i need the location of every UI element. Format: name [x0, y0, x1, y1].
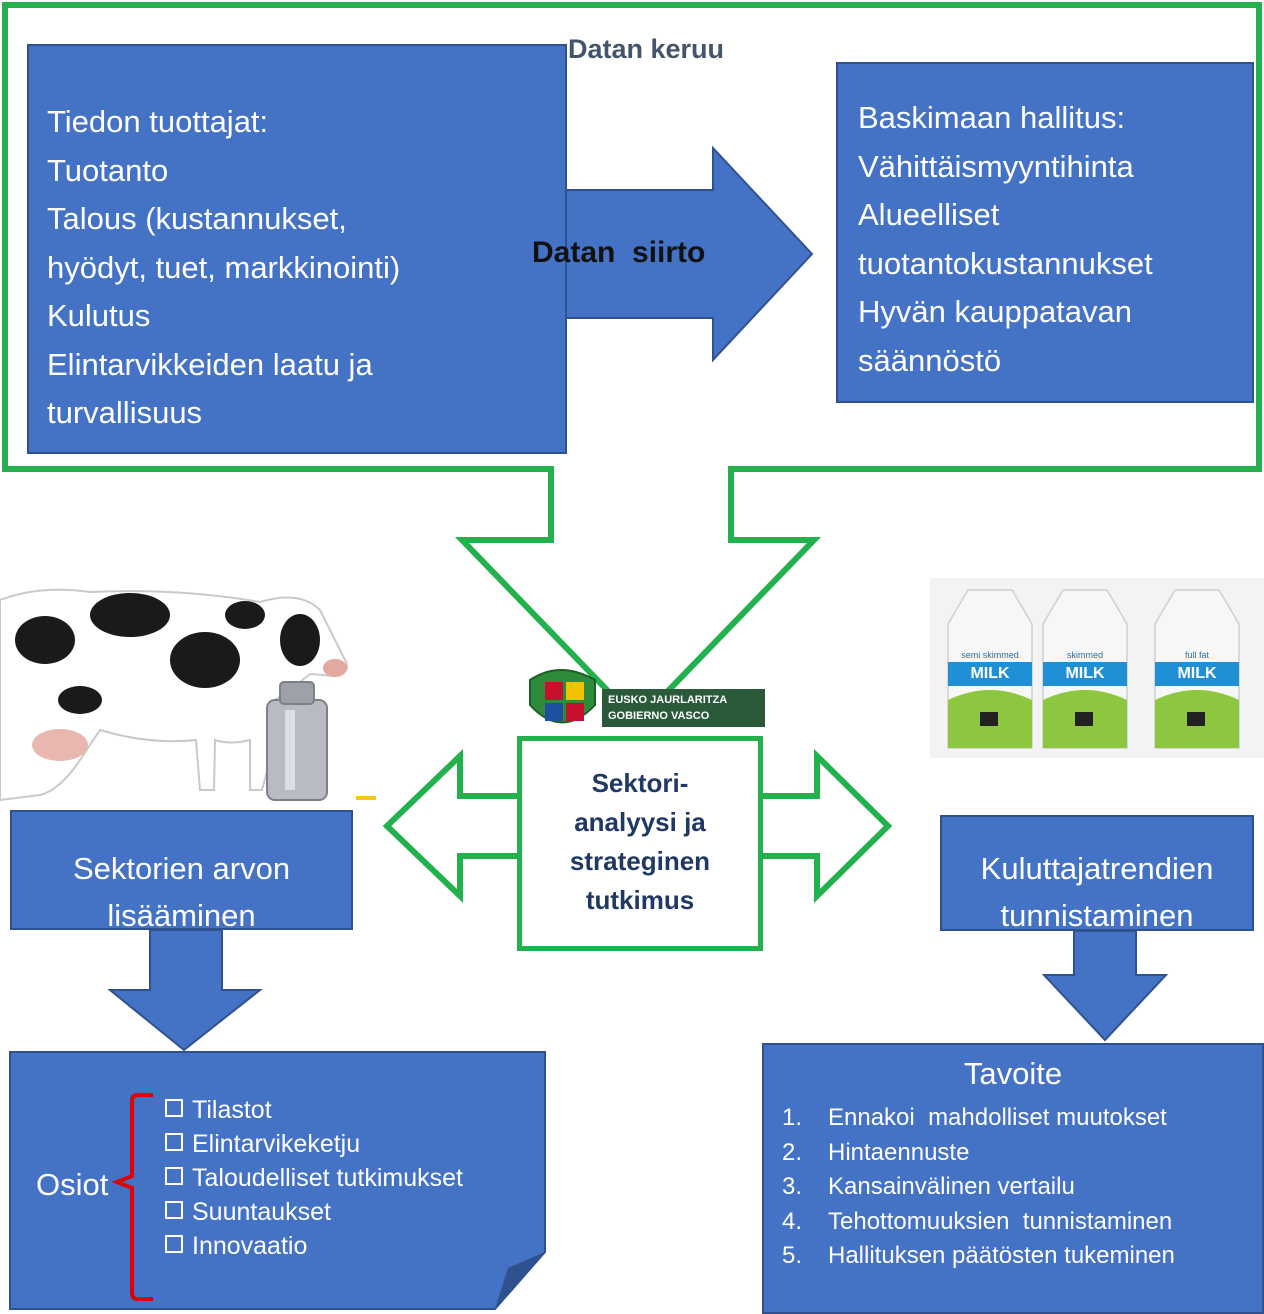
carton-milk-label: MILK [1065, 665, 1105, 682]
checkbox-icon [165, 1099, 183, 1117]
government-line: tuotantokustannukset [858, 245, 1153, 281]
carton-top-label: semi skimmed [961, 650, 1019, 660]
goal-box: Tavoite 1.Ennakoi mahdolliset muutokset … [762, 1043, 1264, 1314]
government-line: Alueelliset [858, 197, 1000, 232]
government-box: Baskimaan hallitus: Vähittäismyyntihinta… [836, 62, 1254, 403]
value-adding-line: Sektorien arvon [72, 851, 291, 886]
basque-government-logo [529, 669, 596, 724]
carton-top-label: full fat [1184, 650, 1209, 660]
sections-label: Osiot [36, 1167, 109, 1202]
government-line: Baskimaan hallitus: [858, 100, 1126, 135]
government-line: Hyvän kauppatavan [858, 294, 1133, 329]
goal-title: Tavoite [963, 1056, 1063, 1091]
checkbox-icon [165, 1133, 183, 1151]
carton-milk-label: MILK [970, 665, 1010, 682]
list-item: 3.Kansainvälinen vertailu [782, 1173, 1075, 1200]
logo-text: EUSKO JAURLARITZA GOBIERNO VASCO [602, 689, 765, 727]
list-item: Suuntaukset [165, 1195, 463, 1229]
producers-line: Tiedon tuottajat: [47, 104, 269, 139]
producers-line: Kulutus [47, 298, 151, 333]
producers-line: hyödyt, tuet, markkinointi) [47, 249, 401, 285]
analysis-line: strateginen [569, 846, 711, 876]
analysis-line: analyysi ja [574, 807, 706, 837]
producers-line: Talous (kustannukset, [47, 201, 347, 236]
cow-image [0, 588, 348, 802]
sector-analysis-box: Sektori- analyysi ja strateginen tutkimu… [517, 736, 763, 951]
value-down-arrow [107, 929, 263, 1052]
consumer-trends-line: Kuluttajatrendien [980, 851, 1214, 886]
producers-line: Tuotanto [47, 152, 169, 188]
analysis-line: Sektori- [591, 768, 689, 798]
list-item: 4.Tehottomuuksien tunnistaminen [782, 1207, 1173, 1235]
data-producers-box: Tiedon tuottajat: Tuotanto Talous (kusta… [27, 44, 567, 454]
sections-list: Tilastot Elintarvikeketju Taloudelliset … [165, 1093, 463, 1263]
milk-carton [1154, 589, 1240, 749]
checkbox-icon [165, 1167, 183, 1185]
red-bracket [111, 1093, 153, 1301]
milk-cartons-image [930, 578, 1264, 758]
data-transfer-label: Datan siirto [532, 236, 706, 269]
checkbox-icon [165, 1235, 183, 1253]
analysis-line: tutkimus [585, 885, 695, 915]
producers-line: turvallisuus [47, 395, 203, 430]
government-line: säännöstö [858, 342, 1002, 378]
list-item: Innovaatio [165, 1229, 463, 1263]
government-line: Vähittäismyyntihinta [858, 148, 1134, 184]
list-item: Elintarvikeketju [165, 1127, 463, 1161]
goal-list: 1.Ennakoi mahdolliset muutokset 2.Hintae… [782, 1101, 1175, 1274]
milk-can-image [266, 681, 328, 801]
milk-carton [947, 589, 1033, 749]
carton-milk-label: MILK [1177, 665, 1217, 682]
producers-line: Elintarvikkeiden laatu ja [47, 346, 373, 382]
value-adding-line: lisääminen [107, 898, 256, 933]
transfer-arrow [559, 145, 814, 363]
list-item: 5.Hallituksen päätösten tukeminen [782, 1242, 1175, 1269]
data-collection-frame [2, 2, 1262, 727]
milk-carton [1042, 589, 1128, 749]
list-item: Tilastot [165, 1093, 463, 1127]
logo-line: EUSKO JAURLARITZA [608, 694, 728, 706]
logo-line: GOBIERNO VASCO [608, 710, 710, 722]
trend-down-arrow [1041, 930, 1169, 1042]
consumer-trends-line: tunnistaminen [1000, 898, 1194, 933]
list-item: 1.Ennakoi mahdolliset muutokset [782, 1104, 1167, 1131]
value-adding-box: Sektorien arvon lisääminen [10, 810, 353, 933]
list-item: 2.Hintaennuste [782, 1138, 970, 1166]
checkbox-icon [165, 1201, 183, 1219]
list-item: Taloudelliset tutkimukset [165, 1161, 463, 1195]
data-collection-title: Datan keruu [568, 34, 725, 64]
carton-top-label: skimmed [1066, 650, 1103, 660]
consumer-trends-box: Kuluttajatrendien tunnistaminen [940, 815, 1254, 933]
sections-box-fold [495, 1252, 545, 1309]
